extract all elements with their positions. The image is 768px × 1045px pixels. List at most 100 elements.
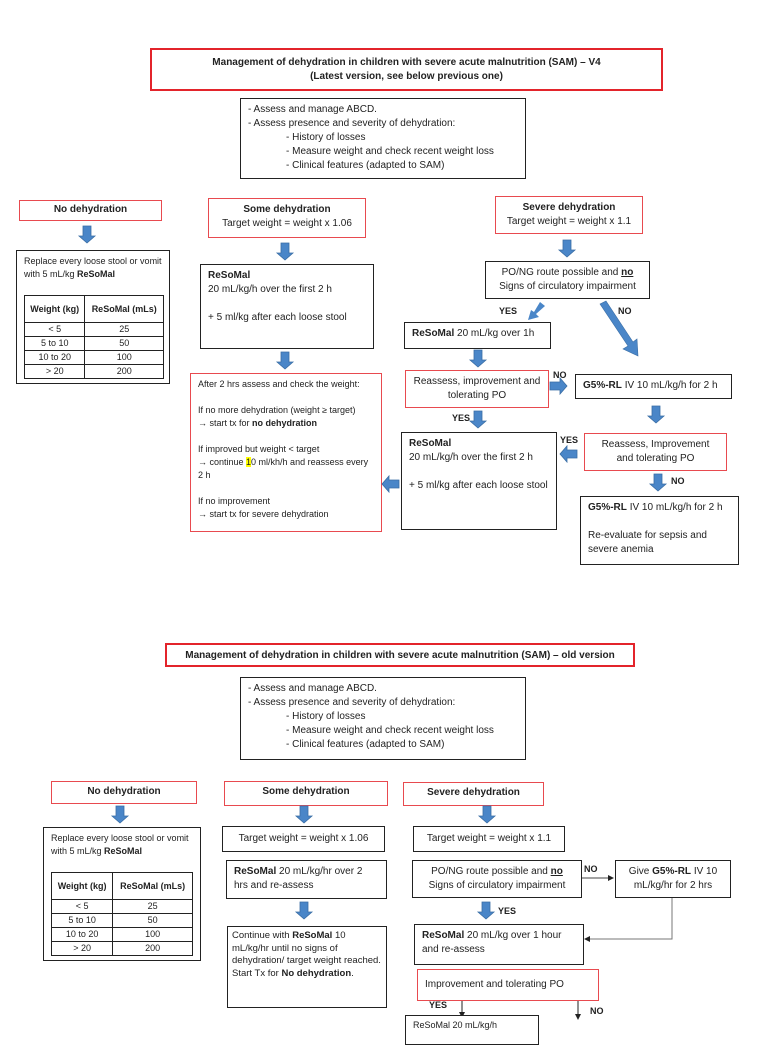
old-some-target-box: Target weight = weight x 1.06: [222, 826, 385, 852]
some-title: Some dehydration: [243, 204, 331, 215]
text-fragment: Continue with: [232, 930, 293, 941]
text-fragment: - Clinical features (adapted to SAM): [286, 739, 445, 750]
old-title-box: Management of dehydration in children wi…: [165, 643, 635, 667]
yes-label: YES: [498, 906, 517, 916]
text-fragment: > 20: [23, 364, 86, 379]
text-fragment: Give: [628, 866, 653, 877]
text-fragment: ReSoMal: [409, 438, 452, 449]
text-fragment: ReSoMal: [234, 866, 277, 877]
text-fragment: → continue: [198, 457, 247, 467]
text-fragment: - Assess and manage ABCD.: [248, 683, 377, 694]
no-label: NO: [618, 306, 632, 316]
old-po-ng-box: PO/NG route possible and no Signs of cir…: [412, 860, 582, 898]
old-assess-box: - Assess and manage ABCD. - Assess prese…: [240, 677, 526, 760]
v4-after-2hrs-box: After 2 hrs assess and check the weight:…: [190, 373, 382, 532]
text-fragment: 0 ml/kh/h and reassess every 2 h: [198, 457, 369, 480]
no-label: NO: [584, 864, 598, 874]
v4-po-ng-box: PO/NG route possible and no Signs of cir…: [485, 261, 650, 299]
v4-title-box: Management of dehydration in children wi…: [150, 48, 663, 91]
old-severe-dehydration: Severe dehydration: [403, 782, 544, 806]
text-fragment: no: [621, 267, 634, 278]
text-fragment: 10 mL/kg/hr until no signs of dehydratio…: [232, 930, 381, 966]
v4-reassess-box-2: Reassess, Improvement and tolerating PO: [584, 433, 727, 471]
resomal-word: ReSoMal: [208, 270, 251, 281]
after-line: If improved but weight < target: [198, 444, 320, 454]
text-fragment: 200: [84, 364, 164, 379]
severe-title: Severe dehydration: [522, 202, 616, 213]
yes-label: YES: [429, 1000, 448, 1010]
text-fragment: + 5 ml/kg after each loose stool: [409, 480, 548, 491]
v4-g5rl-reevaluate-box: G5%-RL IV 10 mL/kg/h for 2 h Re-evaluate…: [580, 496, 739, 565]
old-continue-box: Continue with ReSoMal 10 mL/kg/hr until …: [227, 926, 387, 1008]
v4-severe-dehydration: Severe dehydration Target weight = weigh…: [495, 196, 643, 234]
text-fragment: G5%-RL: [652, 866, 692, 877]
old-give-g5rl-box: Give G5%-RL IV 10 mL/kg/hr for 2 hrs: [615, 860, 731, 898]
v4-title: Management of dehydration in children wi…: [212, 57, 601, 68]
text-fragment: PO/NG route possible and: [501, 267, 622, 278]
v4-resomal-1h-box: ReSoMal 20 mL/kg over 1h: [404, 322, 551, 349]
arrow-down-icon: [477, 901, 495, 920]
v4-assess-box: - Assess and manage ABCD. - Assess prese…: [240, 98, 526, 179]
after-line: If no improvement: [198, 496, 271, 506]
text-fragment: ReSoMal: [412, 328, 455, 339]
v4-replace-box: Replace every loose stool or vomit with …: [16, 250, 170, 384]
text-fragment: 20 mL/kg/h over the first 2 h: [409, 452, 533, 463]
v4-reassess-box-1: Reassess, improvement and tolerating PO: [405, 370, 549, 408]
text-fragment: Replace every loose stool or vomit with …: [24, 255, 162, 281]
text-fragment: Replace every loose stool or vomit with …: [51, 832, 193, 858]
old-severe-target-box: Target weight = weight x 1.1: [413, 826, 565, 852]
text-fragment: no dehydration: [252, 418, 318, 428]
assess-line: - Assess presence and severity of dehydr…: [248, 118, 456, 129]
text-fragment: Start Tx for: [232, 967, 282, 979]
text-fragment: - History of losses: [286, 711, 366, 722]
text-fragment: ReSoMal: [292, 930, 333, 941]
v4-g5rl-box: G5%-RL IV 10 mL/kg/h for 2 h: [575, 374, 732, 399]
highlight: 1: [246, 457, 252, 467]
replace-text: Replace every loose stool or vomit with …: [24, 256, 162, 279]
resomal-word: ReSoMal: [77, 269, 116, 279]
old-replace-box: Replace every loose stool or vomit with …: [43, 827, 201, 961]
text-fragment: ReSoMal: [104, 846, 143, 856]
table-header: ReSoMal (mLs): [84, 295, 164, 323]
text-fragment: G5%-RL: [588, 502, 627, 513]
v4-resomal-2h-box: ReSoMal 20 mL/kg/h over the first 2 h + …: [401, 432, 557, 530]
yes-label: YES: [560, 435, 579, 445]
text-fragment: → start tx for: [198, 418, 253, 428]
old-some-resomal-box: ReSoMal 20 mL/kg/hr over 2 hrs and re-as…: [226, 860, 387, 899]
v4-some-dehydration: Some dehydration Target weight = weight …: [208, 198, 366, 238]
text-fragment: > 20: [50, 941, 114, 956]
no-label: NO: [553, 370, 567, 380]
after-line: After 2 hrs assess and check the weight:: [198, 379, 360, 389]
arrow-diagonal-icon: [599, 300, 639, 357]
text-fragment: ReSoMal: [422, 930, 465, 941]
no-label: NO: [671, 476, 685, 486]
text-fragment: 20 mL/kg over 1h: [457, 328, 535, 339]
text-fragment: Weight (kg)ReSoMal (mLs): [50, 872, 193, 900]
old-no-dehydration: No dehydration: [51, 781, 197, 804]
text-fragment: - Assess presence and severity of dehydr…: [248, 697, 456, 708]
text-fragment: 20 mL/kg/hr over 2 hrs and re-assess: [234, 866, 363, 891]
text-fragment: - Measure weight and check recent weight…: [286, 725, 494, 736]
text-fragment: no: [550, 866, 563, 877]
text-fragment: 5 to 10: [50, 913, 114, 928]
text-fragment: IV 10 mL/kg/h for 2 h: [624, 380, 718, 391]
text-fragment: Weight (kg): [50, 872, 114, 900]
after-line: If no more dehydration (weight ≥ target): [198, 405, 356, 415]
resomal-line: 20 mL/kg/h over the first 2 h: [208, 284, 332, 295]
text-fragment: Signs of circulatory impairment: [499, 281, 636, 292]
severe-target: Target weight = weight x 1.1: [506, 216, 632, 227]
text-fragment: → continue 10 ml/kh/h and reassess every…: [198, 456, 374, 482]
text-fragment: Replace every loose stool or vomit with …: [51, 833, 189, 856]
after-line: → start tx for severe dehydration: [198, 509, 329, 519]
v4-subtitle: (Latest version, see below previous one): [310, 71, 503, 82]
old-resomal-1h-box: ReSoMal 20 mL/kg over 1 hour and re-asse…: [414, 924, 584, 965]
v4-no-dehydration: No dehydration: [19, 200, 162, 221]
